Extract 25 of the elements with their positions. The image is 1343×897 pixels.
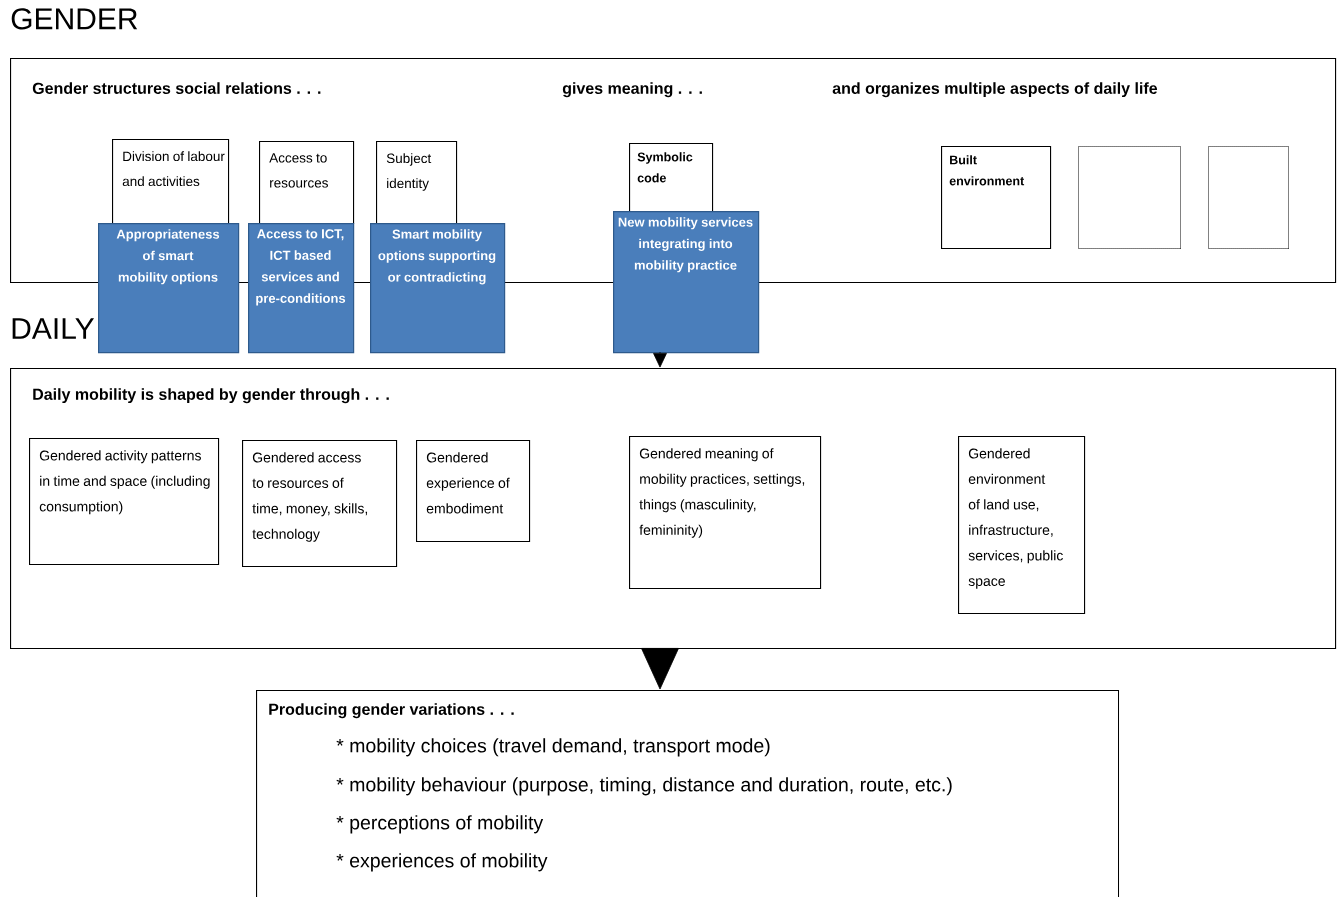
section-heading: Gender structures social relations . . . [32,82,321,94]
concept-box: Built environment [941,146,1052,250]
section-heading: Daily mobility is shaped by gender through . . . [33,388,389,404]
section-heading: Producing gender variations . . . [269,703,514,719]
empty-box [1208,146,1289,249]
concept-box: Gendered access to resources of time, money, skills, technology [242,440,398,568]
bullet-item: * perceptions of mobility [336,815,544,834]
concept-box: Gendered experience of embodiment [416,440,531,543]
empty-box [1078,146,1181,249]
arrow [641,647,679,690]
bullet-item: * mobility behaviour (purpose, timing, distance and duration, route, etc.) [336,777,952,796]
section-title: DAILY [12,318,95,339]
highlight-box: Access to ICT, ICT based services and pre-conditions [248,223,355,354]
concept-box: Gendered activity patterns in time and space (including consumption) [29,438,220,566]
concept-box: Gendered environment of land use, infrastructure, services, public space [958,436,1086,615]
bullet-item: * experiences of mobility [336,853,548,872]
highlight-box: Appropriateness of smart mobility options [98,223,240,354]
concept-box: Gendered meaning of mobility practices, settings, things (masculinity, femininity) [629,436,822,590]
highlight-box: Smart mobility options supporting or contradicting [370,223,506,354]
section-heading: and organizes multiple aspects of daily life [832,82,1158,98]
section-heading: gives meaning . . . [562,82,702,98]
highlight-box: New mobility services integrating into mobility practice [613,211,760,354]
bullet-item: * mobility choices (travel demand, transport mode) [336,738,770,757]
arrow [653,351,667,368]
section-title: GENDER [11,8,138,30]
